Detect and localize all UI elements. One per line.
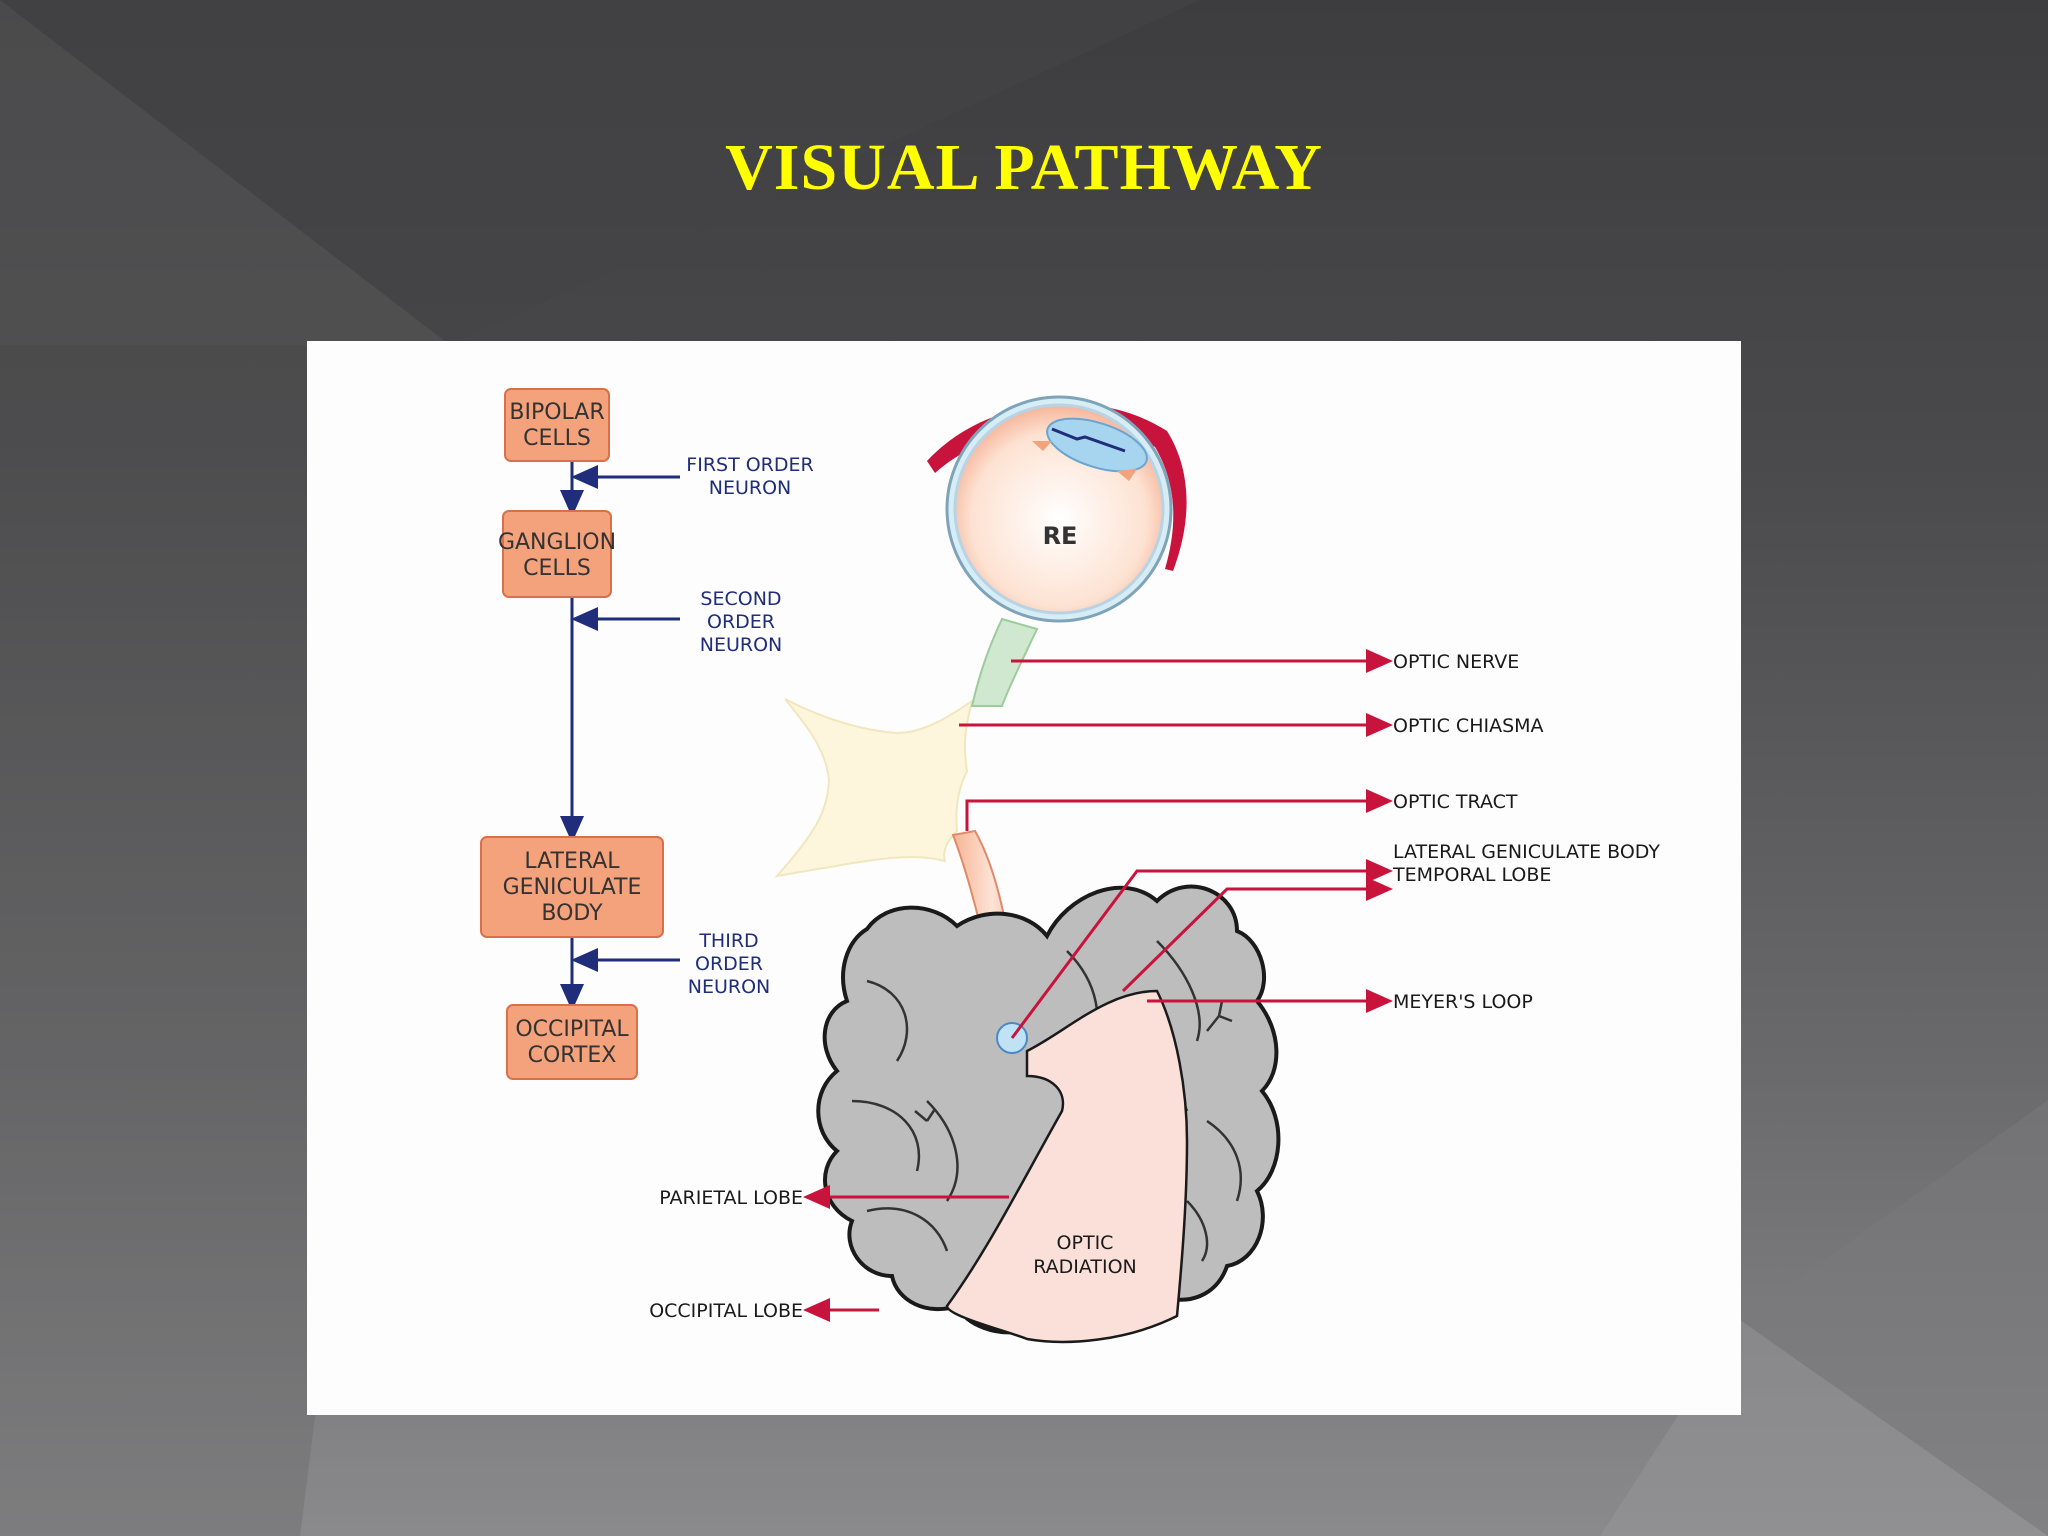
occipital-cortex-box: [506, 1004, 638, 1080]
temporal-lobe-label: TEMPORAL LOBE: [1392, 864, 1551, 886]
optic-nerve-shape: [970, 617, 1039, 707]
optic-radiation-label-1: OPTIC: [1057, 1232, 1114, 1254]
anatomy-illustration: RE OPTIC RADIATION: [774, 395, 1281, 1344]
ganglion-cells-box: [502, 510, 612, 598]
optic-chiasma-label: OPTIC CHIASMA: [1393, 715, 1544, 737]
right-labels: OPTIC NERVE OPTIC CHIASMA OPTIC TRACT LA…: [1392, 651, 1660, 1013]
lgb-box-label-2: GENICULATE: [503, 875, 642, 900]
third-order-neuron-label-2: ORDER: [695, 953, 763, 975]
left-labels: PARIETAL LOBE OCCIPITAL LOBE: [649, 1187, 803, 1322]
ganglion-cells-label-1: GANGLION: [498, 530, 616, 555]
optic-tract-label: OPTIC TRACT: [1393, 791, 1518, 813]
bipolar-cells-box: [504, 388, 610, 462]
optic-nerve-label: OPTIC NERVE: [1393, 651, 1519, 673]
flowchart: BIPOLAR CELLS GANGLION CELLS LATERAL GEN…: [480, 388, 814, 1080]
third-order-neuron-label-3: NEURON: [688, 976, 771, 998]
eye-label: RE: [1043, 522, 1078, 550]
second-order-neuron-label-3: NEURON: [700, 634, 783, 656]
parietal-lobe-label: PARIETAL LOBE: [659, 1187, 803, 1209]
optic-chiasma-shape: [774, 698, 974, 878]
diagram-panel: BIPOLAR CELLS GANGLION CELLS LATERAL GEN…: [307, 341, 1741, 1415]
optic-radiation-label-2: RADIATION: [1033, 1256, 1137, 1278]
second-order-neuron-label-1: SECOND: [700, 588, 781, 610]
lateral-geniculate-body-box: [480, 836, 664, 938]
slide-title: VISUAL PATHWAY: [725, 131, 1323, 204]
pointer-lines: [803, 649, 1393, 1322]
lateral-geniculate-body-label: LATERAL GENICULATE BODY: [1393, 841, 1660, 863]
third-order-neuron-label-1: THIRD: [698, 930, 758, 952]
lgb-box-label-1: LATERAL: [524, 849, 620, 874]
bipolar-cells-label-2: CELLS: [523, 426, 591, 451]
first-order-neuron-label-1: FIRST ORDER: [686, 454, 813, 476]
occipital-lobe-label: OCCIPITAL LOBE: [649, 1300, 803, 1322]
second-order-neuron-label-2: ORDER: [707, 611, 775, 633]
ganglion-cells-label-2: CELLS: [523, 556, 591, 581]
lgb-box-label-3: BODY: [541, 901, 603, 926]
occipital-cortex-label-1: OCCIPITAL: [515, 1017, 629, 1042]
meyers-loop-label: MEYER'S LOOP: [1393, 991, 1533, 1013]
eye-illustration: RE: [927, 395, 1187, 623]
bipolar-cells-label-1: BIPOLAR: [509, 400, 604, 425]
first-order-neuron-label-2: NEURON: [709, 477, 792, 499]
occipital-cortex-label-2: CORTEX: [528, 1043, 617, 1068]
